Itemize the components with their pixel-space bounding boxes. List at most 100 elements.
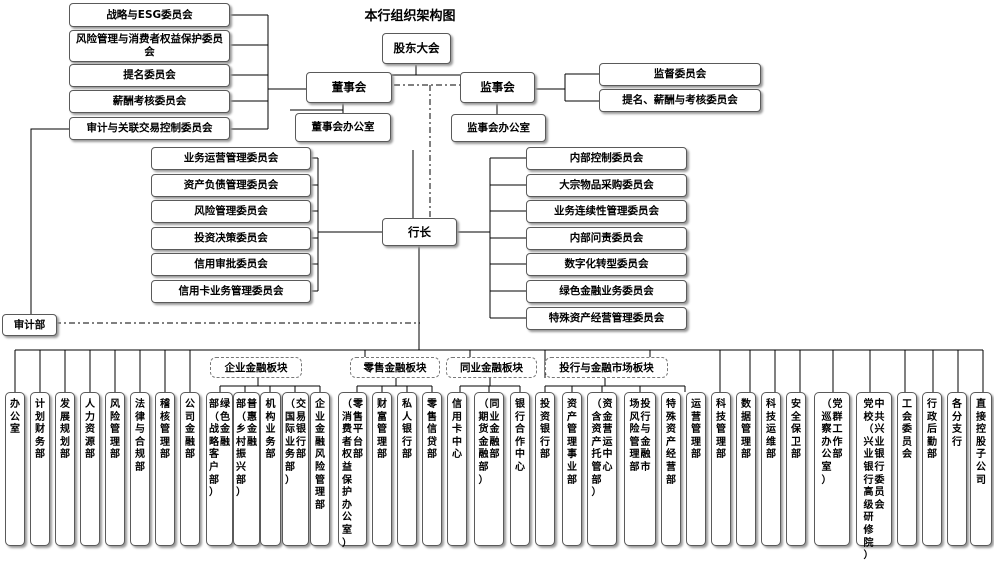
mgmt-committee-investment[interactable]: 投资决策委员会 bbox=[151, 227, 311, 250]
department-label: 数据管理部 bbox=[741, 399, 751, 462]
department-box[interactable]: 公司金融部 bbox=[180, 392, 200, 546]
department-box[interactable]: 人力资源部 bbox=[80, 392, 100, 546]
department-box[interactable]: 党群工作部（巡察办公室） bbox=[814, 392, 850, 546]
plate-ib-markets[interactable]: 投行与金融市场板块 bbox=[545, 357, 668, 378]
department-label: 零售平台部（消费者权益保护办公室） bbox=[342, 399, 363, 550]
board-committee-nomination[interactable]: 提名委员会 bbox=[69, 64, 230, 87]
mgmt-committee-digital[interactable]: 数字化转型委员会 bbox=[526, 253, 687, 276]
plate-retail-finance[interactable]: 零售金融板块 bbox=[350, 357, 440, 378]
department-box[interactable]: 交易银行部（国际业务部） bbox=[282, 392, 309, 546]
plate-label: 零售金融板块 bbox=[363, 362, 427, 374]
president[interactable]: 行长 bbox=[382, 218, 457, 246]
shareholders-meeting[interactable]: 股东大会 bbox=[382, 33, 451, 64]
mgmt-committee-procurement[interactable]: 大宗物品采购委员会 bbox=[526, 174, 687, 197]
department-box[interactable]: 信用卡中心 bbox=[447, 392, 467, 546]
department-box[interactable]: 稽核管理部 bbox=[155, 392, 175, 546]
box-label: 绿色金融业务委员会 bbox=[559, 285, 654, 297]
plate-label: 企业金融板块 bbox=[224, 362, 288, 374]
board-committee-compensation[interactable]: 薪酬考核委员会 bbox=[69, 90, 230, 113]
supervisory-committee-nomination[interactable]: 提名、薪酬与考核委员会 bbox=[599, 89, 761, 112]
department-box[interactable]: 特殊资产经营部 bbox=[661, 392, 681, 546]
box-label: 提名、薪酬与考核委员会 bbox=[622, 94, 738, 106]
department-label-column: 部（乡村振兴部） bbox=[236, 399, 246, 499]
department-box[interactable]: 办公室 bbox=[5, 392, 25, 546]
board-of-directors[interactable]: 董事会 bbox=[306, 72, 392, 103]
box-label: 投资决策委员会 bbox=[194, 232, 268, 244]
department-box[interactable]: 计划财务部 bbox=[30, 392, 50, 546]
board-committee-strategy[interactable]: 战略与ESG委员会 bbox=[69, 3, 230, 27]
department-box[interactable]: 银行合作中心 bbox=[510, 392, 530, 546]
department-box[interactable]: 机构业务部 bbox=[260, 392, 281, 546]
department-box[interactable]: 运营管理部 bbox=[686, 392, 706, 546]
department-box[interactable]: 财富管理部 bbox=[372, 392, 392, 546]
mgmt-committee-special-assets[interactable]: 特殊资产经营管理委员会 bbox=[526, 307, 687, 330]
department-box[interactable]: 工会委员会 bbox=[897, 392, 917, 546]
department-label: 同业金融部（期货金融部） bbox=[479, 399, 500, 487]
box-label: 信用审批委员会 bbox=[194, 258, 268, 270]
box-label: 董事会办公室 bbox=[311, 121, 375, 133]
department-box[interactable]: 行政后勤部 bbox=[922, 392, 942, 546]
department-label: 中共兴业银行委员会党校（兴业银行高级研修院） bbox=[864, 399, 885, 563]
department-box[interactable]: 直接控股子公司 bbox=[970, 392, 992, 546]
board-committee-audit[interactable]: 审计与关联交易控制委员会 bbox=[69, 117, 230, 140]
mgmt-committee-internal-control[interactable]: 内部控制委员会 bbox=[526, 147, 687, 170]
department-box[interactable]: 中共兴业银行委员会党校（兴业银行高级研修院） bbox=[856, 392, 892, 561]
department-label-column: 公司金融部 bbox=[185, 399, 195, 461]
supervisory-board[interactable]: 监事会 bbox=[460, 72, 535, 103]
department-label: 交易银行部（国际业务部） bbox=[285, 399, 306, 487]
department-box[interactable]: 风险管理部 bbox=[105, 392, 125, 546]
department-label-column: 场风险管理部 bbox=[629, 399, 640, 473]
department-label-column: 同业金融部 bbox=[489, 399, 500, 461]
department-box[interactable]: 各分支行 bbox=[947, 392, 967, 546]
box-label: 资产负债管理委员会 bbox=[183, 179, 279, 191]
mgmt-committee-operations[interactable]: 业务运营管理委员会 bbox=[151, 147, 311, 170]
mgmt-committee-alm[interactable]: 资产负债管理委员会 bbox=[151, 174, 311, 197]
mgmt-committee-credit[interactable]: 信用审批委员会 bbox=[151, 253, 311, 276]
box-label: 数字化转型委员会 bbox=[564, 258, 649, 270]
board-office[interactable]: 董事会办公室 bbox=[295, 113, 391, 142]
department-box[interactable]: 发展规划部 bbox=[55, 392, 75, 546]
plate-corporate-finance[interactable]: 企业金融板块 bbox=[210, 357, 302, 378]
department-box[interactable]: 零售平台部（消费者权益保护办公室） bbox=[338, 392, 367, 549]
department-box[interactable]: 安全保卫部 bbox=[786, 392, 806, 546]
plate-interbank-finance[interactable]: 同业金融板块 bbox=[446, 357, 537, 378]
department-box[interactable]: 法律与合规部 bbox=[130, 392, 150, 546]
box-label: 提名委员会 bbox=[123, 69, 176, 81]
department-box[interactable]: 绿色金融部（战略客户部） bbox=[206, 392, 233, 546]
department-box[interactable]: 资产管理事业部 bbox=[562, 392, 582, 546]
department-box[interactable]: 科技运维部 bbox=[761, 392, 781, 546]
department-label-column: 交易银行部 bbox=[296, 399, 306, 461]
department-box[interactable]: 零售信贷部 bbox=[422, 392, 442, 546]
mgmt-committee-continuity[interactable]: 业务连续性管理委员会 bbox=[526, 200, 687, 223]
department-label: 直接控股子公司 bbox=[976, 399, 986, 487]
audit-department[interactable]: 审计部 bbox=[2, 314, 57, 336]
department-box[interactable]: 投行与金融市场风险管理部 bbox=[624, 392, 656, 546]
board-committee-risk[interactable]: 风险管理与消费者权益保护委员会 bbox=[69, 30, 230, 62]
department-label-column: 风险管理部 bbox=[110, 399, 120, 461]
chart-title: 本行组织架构图 bbox=[364, 9, 456, 24]
department-label: 绿色金融部（战略客户部） bbox=[209, 399, 230, 500]
mgmt-committee-credit-card[interactable]: 信用卡业务管理委员会 bbox=[151, 280, 311, 303]
department-box[interactable]: 资金营运中心（含资产托管部） bbox=[587, 392, 617, 546]
department-box[interactable]: 投资银行部 bbox=[535, 392, 555, 546]
department-label-column: 发展规划部 bbox=[60, 399, 70, 461]
department-box[interactable]: 科技管理部 bbox=[711, 392, 731, 546]
department-label-column: 资金营运中心 bbox=[602, 399, 613, 473]
department-box[interactable]: 企业金融风险管理部 bbox=[310, 392, 330, 546]
department-label: 零售信贷部 bbox=[427, 399, 437, 462]
mgmt-committee-green-finance[interactable]: 绿色金融业务委员会 bbox=[526, 280, 687, 303]
department-box[interactable]: 数据管理部 bbox=[736, 392, 756, 546]
department-label-column: 数据管理部 bbox=[741, 399, 751, 461]
department-label-column: 零售平台部 bbox=[353, 399, 363, 461]
supervisory-office[interactable]: 监事会办公室 bbox=[451, 114, 546, 142]
mgmt-committee-accountability[interactable]: 内部问责委员会 bbox=[526, 227, 687, 250]
department-box[interactable]: 私人银行部 bbox=[397, 392, 417, 546]
mgmt-committee-risk[interactable]: 风险管理委员会 bbox=[151, 200, 311, 223]
department-label-column: 中共兴业银行委员会 bbox=[874, 399, 885, 511]
department-label: 安全保卫部 bbox=[791, 399, 801, 462]
department-box[interactable]: 普惠金融部（乡村振兴部） bbox=[233, 392, 260, 546]
department-box[interactable]: 同业金融部（期货金融部） bbox=[474, 392, 504, 546]
box-label: 大宗物品采购委员会 bbox=[559, 179, 654, 191]
department-label-column: 投行与金融市 bbox=[640, 399, 651, 473]
supervisory-committee-oversight[interactable]: 监督委员会 bbox=[599, 63, 761, 86]
